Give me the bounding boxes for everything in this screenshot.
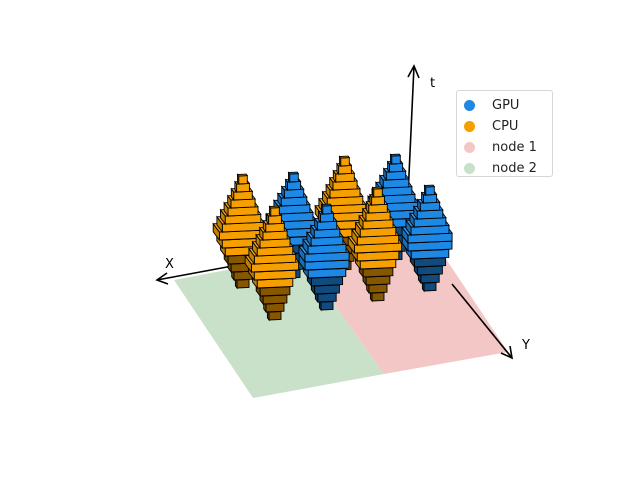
stack-layer-front [423,282,437,292]
stack-layer-front [340,157,350,167]
stack-layer-front [320,301,334,311]
stack-layer-front [319,212,335,223]
stack-layer-front [368,283,388,294]
y-axis-line [451,283,513,359]
legend-item-cpu: CPU [464,116,552,137]
stack-layer-top [320,203,333,207]
stack-layer-top [268,205,281,209]
legend-swatch-node2 [464,163,475,174]
stack-layer-front [420,273,440,284]
stacks [212,153,453,322]
legend-swatch-gpu [464,100,475,111]
stack-layer-front [317,292,337,303]
legend-item-node1: node 1 [464,137,552,158]
floor-regions [174,235,508,398]
y-axis-label: Y [521,338,530,353]
stack-layer-front [268,214,282,225]
stack-layer-top [371,186,384,190]
stack-gpu-3-1 [401,184,453,293]
legend-item-node2: node 2 [464,158,552,179]
stack-layer-front [422,193,438,204]
stack-layer-front [286,180,302,191]
stack-layer-front [262,294,288,305]
t-axis-label: t [430,76,435,91]
stack-layer-front [236,279,250,289]
stack-layer-front [238,175,248,185]
stack-gpu-1-1 [298,203,350,312]
legend-swatch-cpu [464,121,475,132]
legend-label-cpu: CPU [492,119,519,134]
stack-layer-top [236,173,249,177]
stack-layer-front [388,162,404,173]
stack-layer-front [425,186,435,196]
stack-cpu-0-1 [244,205,300,322]
floor-region-node2 [174,256,384,398]
t-axis-arrow [407,64,420,79]
stack-layer-front [265,302,285,313]
x-axis-label: X [165,257,174,272]
x-axis-arrow [155,272,169,285]
stack-layer-front [371,195,385,206]
floor-region-node1 [300,235,508,374]
stack-layer-front [289,173,299,183]
stack-layer-top [389,153,402,157]
legend-swatch-node1 [464,142,475,153]
y-axis-arrow [500,345,514,360]
stack-layer-front [371,292,385,302]
legend-item-gpu: GPU [464,95,552,116]
stack-layer-front [270,207,280,217]
stack-layer-front [236,182,250,193]
stack-cpu-2-1 [347,186,403,303]
stack-layer-front [338,164,352,175]
stack-layer-front [373,188,383,198]
stack-layer-front [322,205,332,215]
stack-layer-front [365,275,391,286]
legend: GPU CPU node 1 node 2 [456,90,553,177]
stack-layer-front [268,311,282,321]
stack-layer-front [391,155,401,165]
legend-label-node2: node 2 [492,161,537,176]
stack-layer-top [287,171,300,175]
legend-label-node1: node 1 [492,140,537,155]
legend-label-gpu: GPU [492,98,520,113]
stack-layer-top [338,155,351,159]
stack-layer-top [423,184,436,188]
